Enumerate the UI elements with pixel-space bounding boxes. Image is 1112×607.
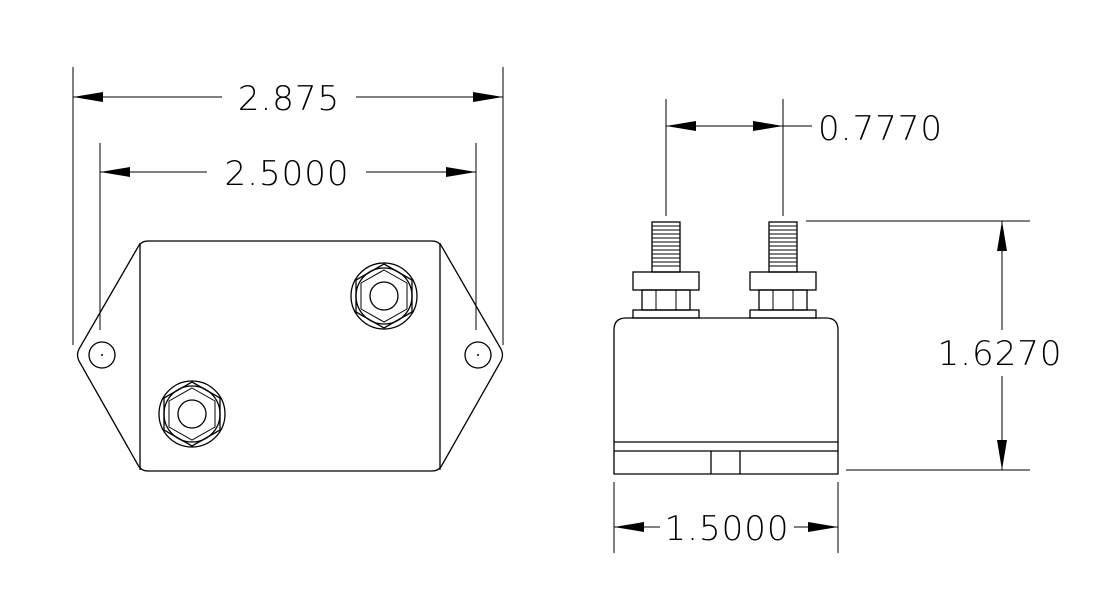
mount-hole-right-center bbox=[477, 354, 479, 356]
body-outline bbox=[613, 317, 839, 475]
top-view: 2.875 2.5000 bbox=[72, 67, 504, 472]
dim-hole-spacing: 2.5000 bbox=[100, 154, 476, 194]
dim-body-width: 1.5000 bbox=[613, 482, 839, 553]
mount-hole-left bbox=[88, 341, 116, 369]
dim-hole-spacing-label: 2.5000 bbox=[225, 154, 350, 194]
terminal-nut-top bbox=[350, 262, 418, 330]
dim-terminal-spacing-label: 0.7770 bbox=[818, 109, 943, 149]
dim-overall-width: 2.875 bbox=[73, 79, 503, 119]
mount-hole-right bbox=[464, 341, 492, 369]
dim-height: 1.6270 bbox=[806, 220, 1063, 471]
dim-body-width-label: 1.5000 bbox=[665, 509, 790, 549]
dim-terminal-spacing: 0.7770 bbox=[665, 99, 943, 216]
dim-height-label: 1.6270 bbox=[938, 334, 1063, 374]
mount-hole-left-center bbox=[101, 354, 103, 356]
dim-overall-width-label: 2.875 bbox=[238, 79, 340, 119]
side-view: 0.7770 1.6270 1.5000 bbox=[613, 99, 1063, 553]
terminal-right bbox=[749, 221, 817, 319]
flange-outline bbox=[76, 240, 504, 472]
terminal-left bbox=[632, 221, 700, 319]
terminal-nut-bottom bbox=[158, 380, 226, 448]
